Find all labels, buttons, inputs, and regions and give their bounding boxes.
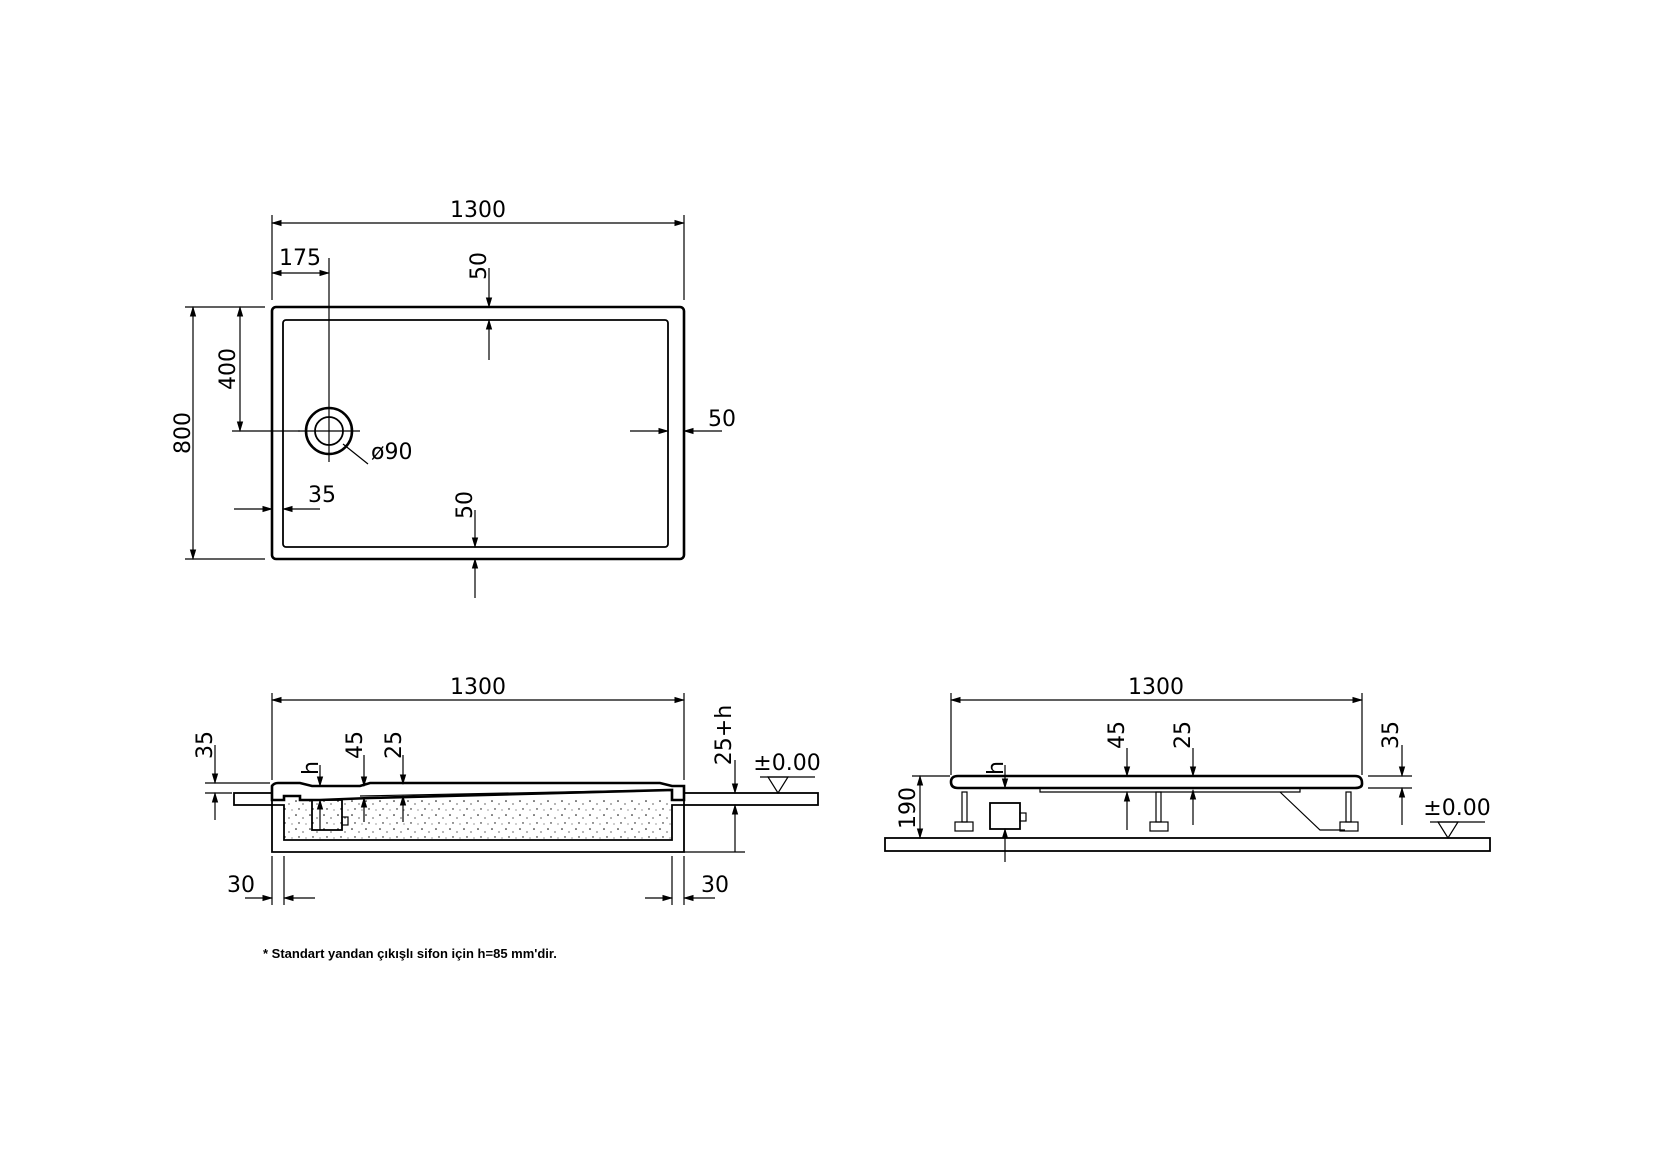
concrete-infill xyxy=(284,800,672,840)
rim-bottom-label: 50 xyxy=(453,491,478,519)
plan-view: 1300 175 50 800 400 50 ø90 35 50 xyxy=(171,198,736,598)
section-rim-height-label: 35 xyxy=(193,731,218,759)
section-length-label: 1300 xyxy=(450,675,506,700)
plan-width-label: 800 xyxy=(171,412,196,454)
drain-symbol xyxy=(298,400,369,465)
tray-side xyxy=(949,774,1364,790)
side-rim-height-label: 35 xyxy=(1379,721,1404,749)
rim-top-label: 50 xyxy=(467,252,492,280)
rim-left-label: 35 xyxy=(308,483,336,508)
side-siphon-h-label: h xyxy=(984,761,1009,775)
side-view: 1300 190 h 45 25 35 ±0.00 xyxy=(884,675,1491,862)
plan-length-label: 1300 xyxy=(450,198,506,223)
siphon xyxy=(311,799,343,831)
drain-offset-x-label: 175 xyxy=(279,246,321,271)
side-depth-drain-label: 45 xyxy=(1105,721,1130,749)
side-floor-level-label: ±0.00 xyxy=(1423,796,1490,821)
support-legs xyxy=(954,791,1359,832)
drain-diameter-label: ø90 xyxy=(371,440,412,465)
side-total-height-label: 190 xyxy=(896,787,921,829)
section-floor-level-label: ±0.00 xyxy=(753,751,820,776)
section-wall-right-label: 30 xyxy=(701,873,729,898)
section-view: 1300 35 h 45 25 25+h ±0.00 30 xyxy=(193,675,821,905)
side-depth-inner-label: 25 xyxy=(1171,721,1196,749)
rim-right-label: 50 xyxy=(708,407,736,432)
section-depth-drain-label: 45 xyxy=(343,731,368,759)
section-siphon-h-label: h xyxy=(299,761,324,775)
footnote: * Standart yandan çıkışlı sifon için h=8… xyxy=(263,946,557,961)
section-wall-left-label: 30 xyxy=(227,873,255,898)
floor-slab xyxy=(884,837,1491,852)
tray-outline xyxy=(270,305,686,561)
side-siphon xyxy=(989,802,1021,830)
section-depth-inner-label: 25 xyxy=(382,731,407,759)
side-length-label: 1300 xyxy=(1128,675,1184,700)
drain-offset-y-label: 400 xyxy=(216,348,241,390)
tray-section xyxy=(270,781,686,802)
section-floor-offset-label: 25+h xyxy=(712,705,737,765)
